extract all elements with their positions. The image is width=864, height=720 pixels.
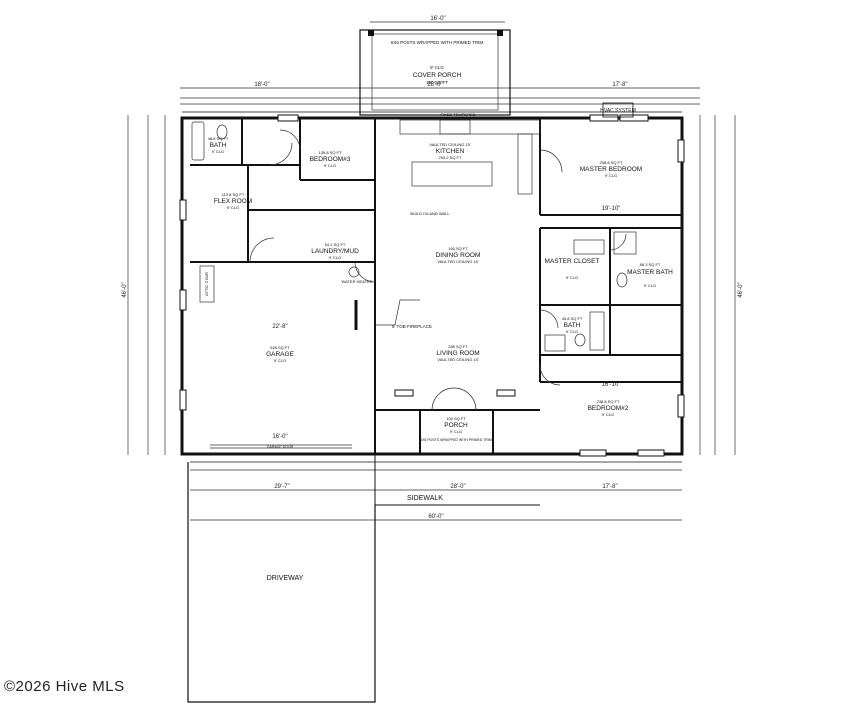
bedroom2-clg: 9' CLG xyxy=(602,412,614,417)
exterior-walls xyxy=(180,111,684,463)
fireplace-label: 6' TOB FIREPLACE xyxy=(392,324,432,329)
flex-room-area: 113.8 SQ FT xyxy=(222,192,245,197)
dim-overall-width: 60'-0" xyxy=(428,514,443,520)
laundry-area: 54.2 SQ FT xyxy=(325,242,346,247)
driveway-label: DRIVEWAY xyxy=(267,575,304,582)
driveway: DRIVEWAY xyxy=(187,462,376,703)
dim-bottom-mid: 28'-0" xyxy=(450,484,465,490)
cover-porch-area: 180 SQ FT xyxy=(426,80,448,85)
watermark: ©2026 Hive MLS xyxy=(4,678,125,695)
dim-overall-depth-left: 46'-0" xyxy=(122,282,128,297)
sidewalk-label: SIDEWALK xyxy=(407,495,443,502)
master-bath-name: MASTER BATH xyxy=(627,269,673,276)
master-bath-area: 86.3 SQ FT xyxy=(640,262,661,267)
dining-area: 160 SQ FT xyxy=(448,246,468,251)
doors xyxy=(249,129,627,411)
kitchen-fixtures: FIXED TEMPERED BUILD ISLAND WALL xyxy=(399,112,541,216)
dim-bottom-right: 17'-8" xyxy=(602,484,617,490)
living-clg: VAULTED CEILING 15' xyxy=(437,357,479,362)
cover-porch: 6X6 POSTS WRAPPED WITH PRIMED TRIM 9' CL… xyxy=(359,29,511,116)
garage-clg: 9' CLG xyxy=(274,358,286,363)
attic-stair-label: ATTIC STAIR xyxy=(204,272,209,296)
porch-area: 100 SQ FT xyxy=(446,416,466,421)
water-heater-label: WATER HEATER xyxy=(341,279,372,284)
porch-name: PORCH xyxy=(444,422,468,429)
dim-top-left: 18'-0" xyxy=(254,82,269,88)
cover-porch-name: COVER PORCH xyxy=(413,72,462,79)
dim-porch-width: 16'-0" xyxy=(430,16,445,22)
hvac-label: HVAC SYSTEM xyxy=(600,108,635,114)
bath-name: BATH xyxy=(210,142,227,149)
dim-garage-door-w: 16'-0" xyxy=(272,434,287,440)
dining-name: DINING ROOM xyxy=(436,252,481,259)
master-bedroom-area: 208.8 SQ FT xyxy=(600,160,623,165)
cover-porch-posts: 6X6 POSTS WRAPPED WITH PRIMED TRIM xyxy=(391,40,483,45)
dim-garage-w: 22'-8" xyxy=(272,324,287,330)
living-area: 285 SQ FT xyxy=(448,344,468,349)
build-island-wall: BUILD ISLAND WALL xyxy=(410,211,450,216)
fixed-tempered-kitchen: FIXED TEMPERED xyxy=(440,112,475,117)
dim-bed2-w: 16'-10" xyxy=(602,382,621,388)
laundry-name: LAUNDRY/MUD xyxy=(311,248,359,255)
dim-master-w: 19'-10" xyxy=(602,206,621,212)
dim-top-right: 17'-8" xyxy=(612,82,627,88)
master-bedroom-clg: 9' CLG xyxy=(605,173,617,178)
garage-details: ATTIC STAIR WATER HEATER GARAGE DOOR 22'… xyxy=(199,265,373,449)
garage-door-label: GARAGE DOOR xyxy=(267,445,294,449)
kitchen-clg: VAULTED CEILING 15' xyxy=(429,142,471,147)
flex-room-name: FLEX ROOM xyxy=(214,198,252,205)
laundry-clg: 9' CLG xyxy=(329,255,341,260)
fireplace: 6' TOB FIREPLACE xyxy=(375,299,432,329)
bedroom3-clg: 9' CLG xyxy=(324,163,336,168)
bath2-area: 45.8 SQ FT xyxy=(562,316,583,321)
dining-clg: VAULTED CEILING 15' xyxy=(437,259,479,264)
bedroom2-area: 238.8 SQ FT xyxy=(597,399,620,404)
room-labels: 48.8 SQ FT BATH 9' CLG 135.8 SQ FT BEDRO… xyxy=(208,136,674,442)
bottom-dimension-lines: 29'-7" 28'-0" 17'-8" 60'-0" xyxy=(190,469,682,521)
cover-porch-clg: 9' CLG xyxy=(430,65,444,70)
dim-top-mid: 28'-0" xyxy=(427,82,442,88)
kitchen-area: 253.2 SQ FT xyxy=(439,155,462,160)
top-dimension-lines: 18'-0" 28'-0" 17'-8" 16'-0" xyxy=(180,16,700,105)
living-name: LIVING ROOM xyxy=(436,350,479,357)
bath2-clg: 9' CLG xyxy=(566,329,578,334)
master-bath-clg: 9' CLG xyxy=(644,283,656,288)
side-dimension-lines: 46'-0" 46'-0" xyxy=(122,115,744,455)
master-closet-clg: 9' CLG xyxy=(566,275,578,280)
bath-area: 48.8 SQ FT xyxy=(208,136,229,141)
bedroom3-area: 135.8 SQ FT xyxy=(319,150,342,155)
hvac: HVAC SYSTEM xyxy=(600,102,636,118)
dim-overall-depth-right: 46'-0" xyxy=(738,282,744,297)
master-bedroom-name: MASTER BEDROOM xyxy=(580,166,642,173)
kitchen-name: KITCHEN xyxy=(436,148,465,155)
bedroom3-name: BEDROOM#3 xyxy=(310,156,351,163)
garage-area: 528 SQ FT xyxy=(270,345,290,350)
porch-posts: 6X6 POSTS WRAPPED WITH PRIMED TRIM xyxy=(420,438,492,442)
windows xyxy=(179,114,685,457)
bath2-name: BATH xyxy=(564,322,581,329)
bathroom-fixtures xyxy=(191,121,637,352)
bath-clg: 9' CLG xyxy=(212,149,224,154)
porch-clg: 9' CLG xyxy=(450,429,462,434)
bedroom2-name: BEDROOM#2 xyxy=(588,405,629,412)
master-closet-name: MASTER CLOSET xyxy=(545,258,600,265)
dim-bottom-left: 29'-7" xyxy=(274,484,289,490)
flex-room-clg: 9' CLG xyxy=(227,205,239,210)
garage-name: GARAGE xyxy=(266,351,294,358)
